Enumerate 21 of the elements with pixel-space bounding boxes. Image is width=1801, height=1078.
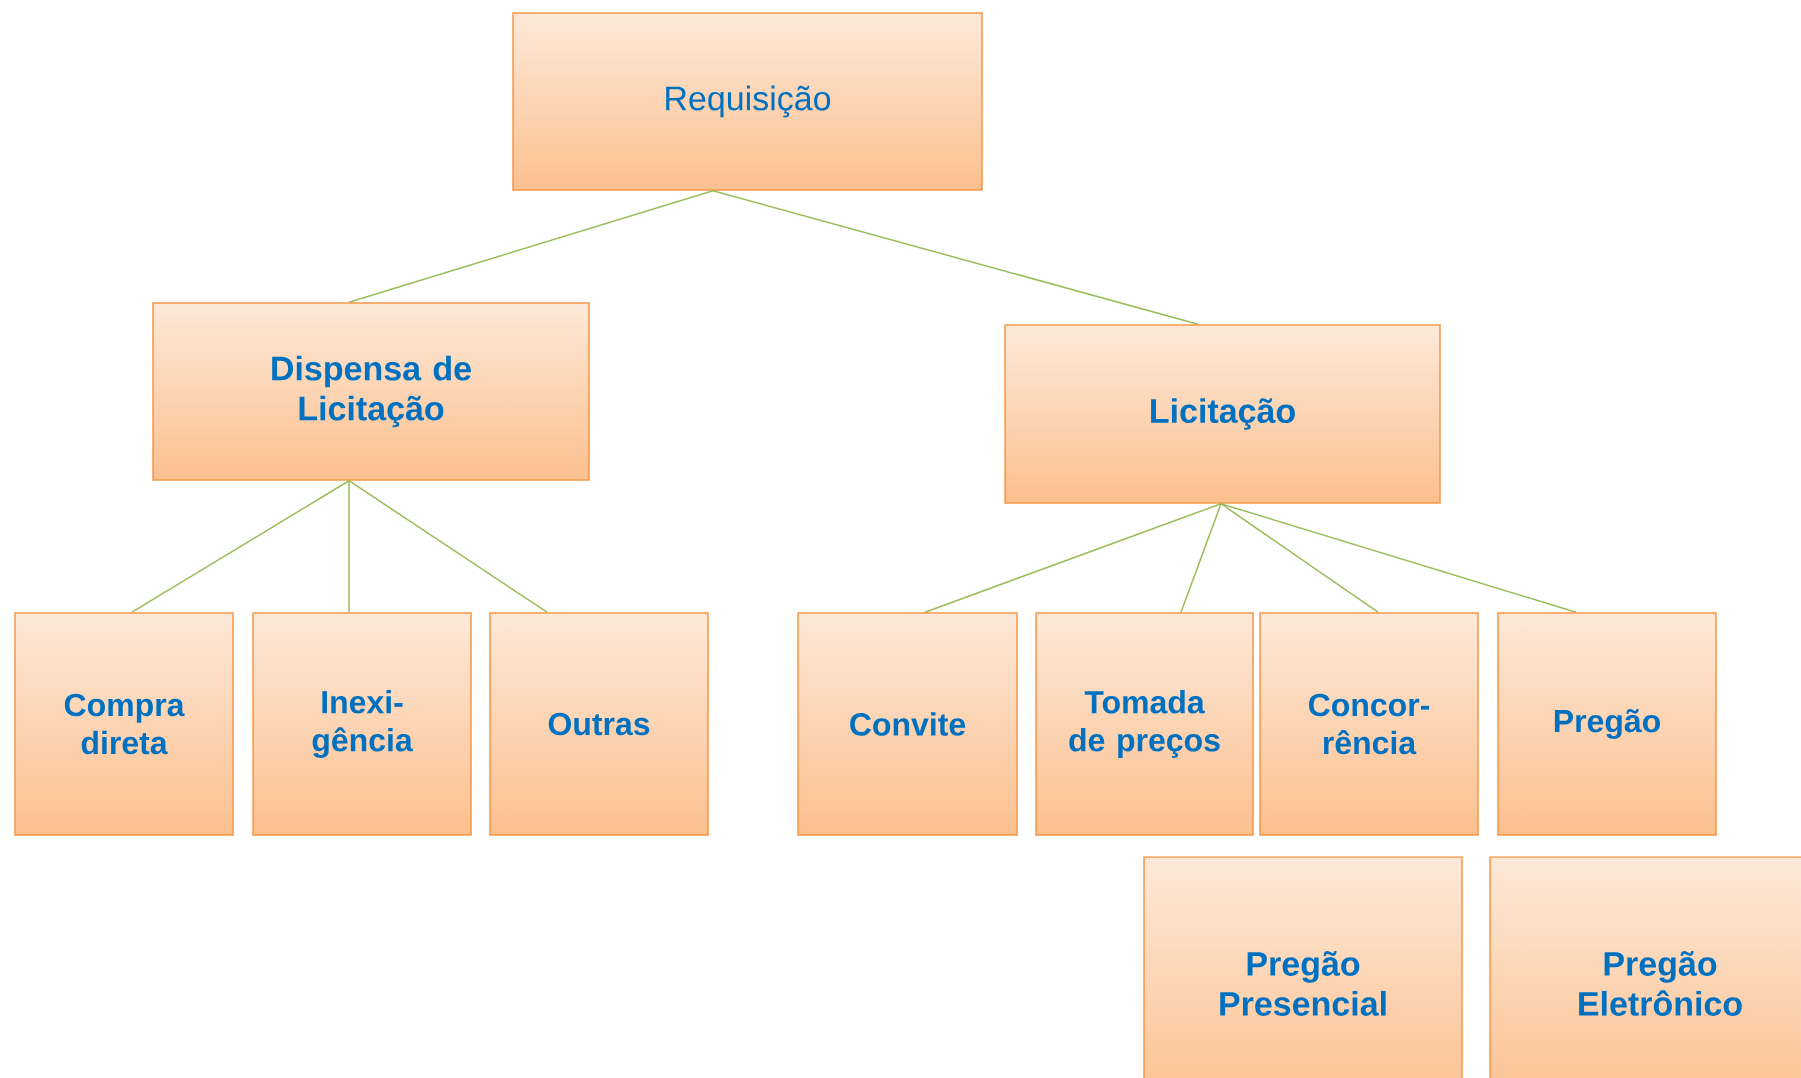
- connector-line: [348, 480, 548, 613]
- process-box: Outras: [489, 612, 709, 836]
- process-box: Tomada de preços: [1035, 612, 1254, 836]
- process-box: Compra direta: [14, 612, 234, 836]
- process-box: Licitação: [1004, 324, 1441, 504]
- connector-line: [348, 190, 714, 303]
- process-box: Dispensa de Licitação: [152, 302, 590, 481]
- connector-line: [1220, 503, 1577, 613]
- connector-line: [131, 480, 350, 613]
- connector-line: [924, 503, 1222, 613]
- process-box: Pregão Presencial: [1143, 856, 1463, 1078]
- process-box: Pregão: [1497, 612, 1717, 836]
- process-box: Concor- rência: [1259, 612, 1479, 836]
- connector-line: [1220, 503, 1379, 613]
- connector-line: [1180, 503, 1222, 613]
- connector-line: [712, 190, 1199, 325]
- process-box: Pregão Eletrônico: [1489, 856, 1801, 1078]
- process-box: Convite: [797, 612, 1018, 836]
- connector-line: [348, 480, 350, 613]
- process-box: Inexi- gência: [252, 612, 472, 836]
- process-box: Requisição: [512, 12, 983, 191]
